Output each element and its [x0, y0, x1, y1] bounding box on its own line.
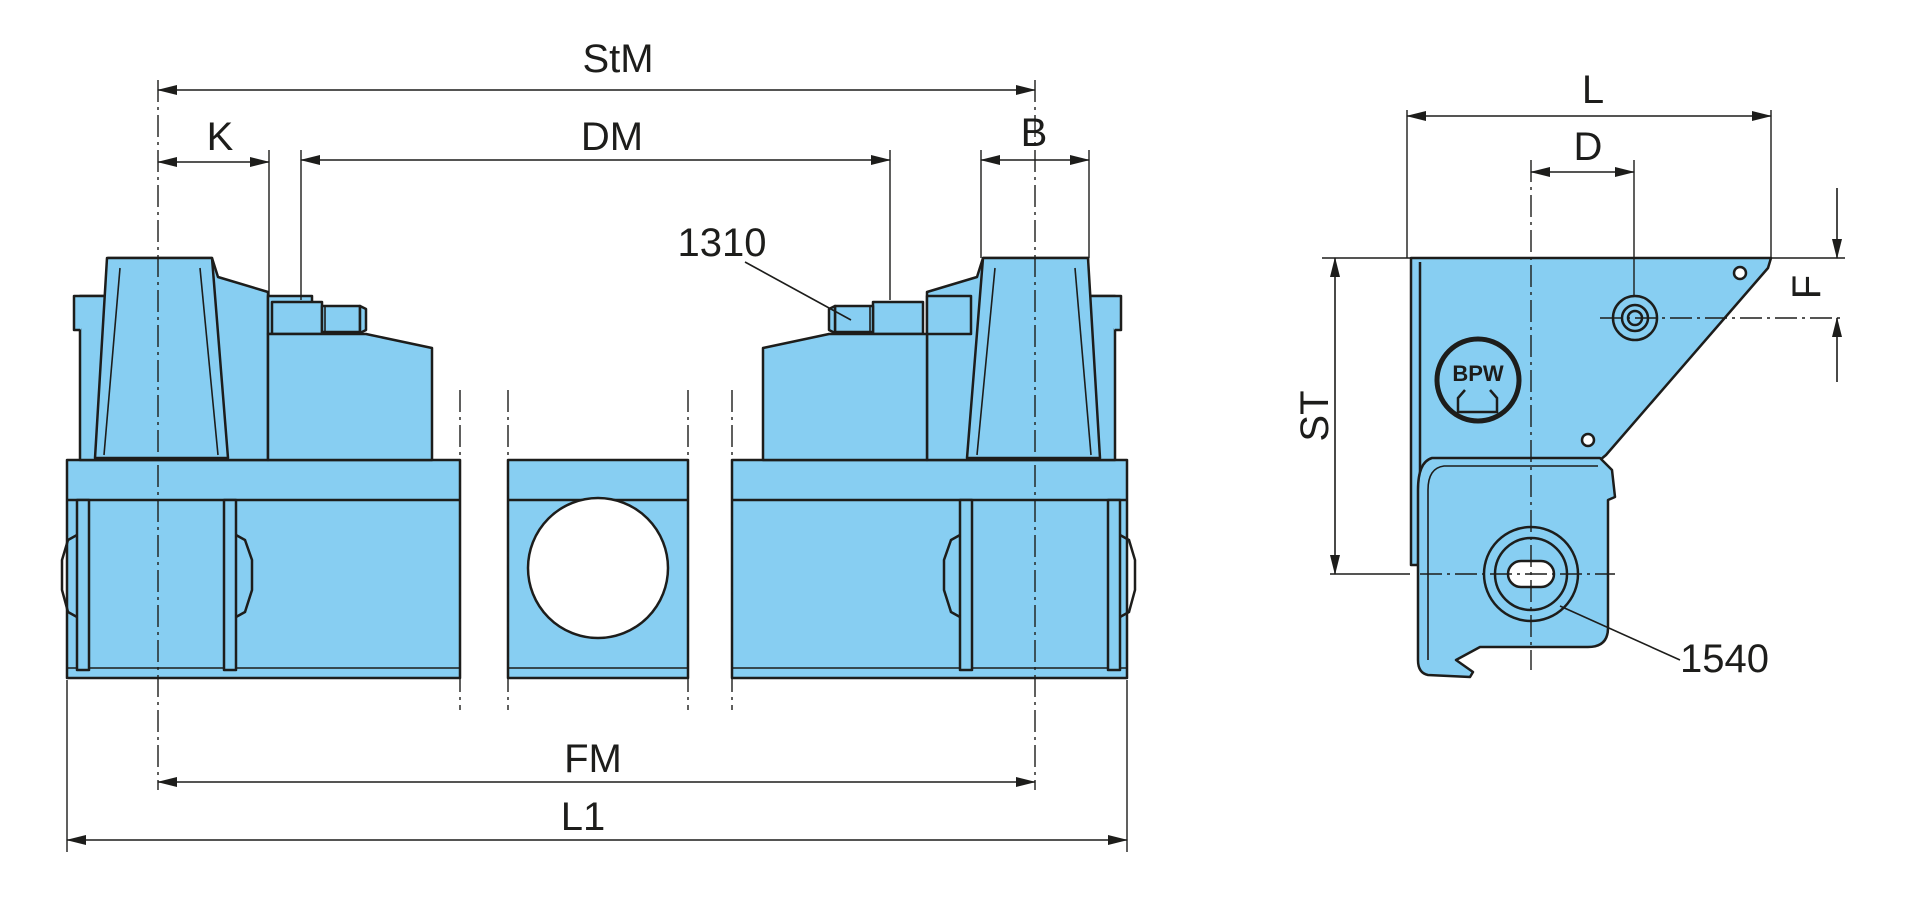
front-view: StM K DM B 1310 FM L1	[60, 37, 1137, 852]
beam-right-segment	[730, 256, 1137, 680]
bpw-logo: BPW	[1434, 336, 1522, 424]
st-label: ST	[1293, 390, 1337, 441]
l-label: L	[1582, 68, 1604, 112]
callout-1310-leader	[744, 261, 852, 321]
beam-middle-segment	[506, 458, 690, 680]
small-hole-top	[1732, 265, 1748, 281]
b-label: B	[1021, 111, 1048, 155]
l1-label: L1	[561, 795, 606, 839]
side-view: BPW L D F ST 1540	[1293, 68, 1845, 681]
svg-text:BPW: BPW	[1452, 361, 1504, 386]
beam-through-hole	[526, 496, 670, 640]
callout-1540-label: 1540	[1680, 637, 1769, 681]
dm-label: DM	[581, 115, 643, 159]
small-hole-bottom	[1580, 432, 1596, 448]
d-label: D	[1574, 125, 1603, 169]
fm-label: FM	[564, 737, 622, 781]
callout-1310-label: 1310	[678, 221, 767, 265]
callout-1540-leader	[1559, 605, 1681, 661]
beam-left-segment	[60, 256, 462, 680]
k-label: K	[207, 115, 234, 159]
break-lines	[459, 390, 733, 710]
f-label: F	[1785, 275, 1829, 299]
stm-label: StM	[582, 37, 653, 81]
